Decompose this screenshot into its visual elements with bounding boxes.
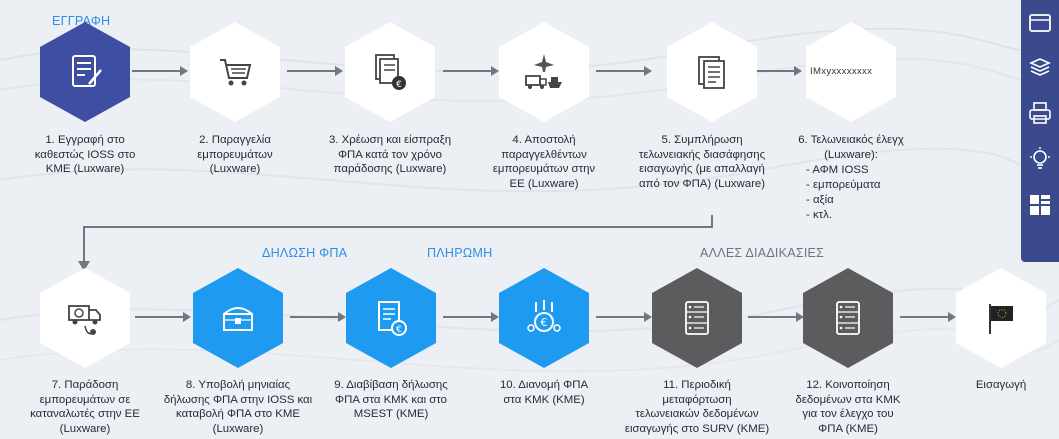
phase-payment: ΠΛΗΡΩΜΗ (427, 246, 493, 260)
flow-arrow (596, 66, 652, 76)
step-5-node[interactable] (667, 22, 757, 122)
flow-arrow (290, 312, 346, 322)
svg-text:€: € (541, 316, 548, 329)
row-connector-arrow (78, 215, 713, 271)
step-9-label: 9. Διαβίβαση δήλωσης ΦΠΑ στα ΚΜΚ και στο… (334, 379, 448, 421)
step-6-bullet: - ΑΦΜ IOSS (806, 164, 869, 176)
lightbulb-icon[interactable] (1027, 146, 1053, 172)
step-2-label: 2. Παραγγελία εμπορευμάτων (Luxware) (197, 134, 273, 176)
step-10-label: 10. Διανομή ΦΠΑ στα ΚΜΚ (ΚΜΕ) (499, 379, 589, 406)
import-node[interactable] (956, 268, 1046, 368)
right-sidebar (1021, 0, 1059, 262)
step-6-bullet: - κτλ. (806, 209, 833, 221)
stack-icon[interactable] (1027, 54, 1053, 80)
flow-arrow (443, 66, 499, 76)
step-4-label: 4. Αποστολή παραγγελθέντων εμπορευμάτων … (492, 134, 596, 190)
flow-arrow (900, 312, 956, 322)
flow-arrow (596, 312, 652, 322)
customs-documents-icon (698, 56, 725, 89)
shopping-cart-icon (220, 59, 252, 86)
flow-arrow (748, 312, 804, 322)
svg-text:€: € (396, 80, 402, 90)
step-8-node[interactable] (193, 268, 283, 368)
grid-icon[interactable] (1027, 192, 1053, 218)
step-7-node[interactable] (40, 268, 130, 368)
server-icon (685, 301, 709, 335)
step-2-node[interactable] (190, 22, 280, 122)
step-3-label: 3. Χρέωση και είσπραξη ΦΠΑ κατά τον χρόν… (328, 134, 452, 176)
phase-registration: ΕΓΓΡΑΦΗ (52, 14, 111, 28)
step-1-label: 1. Εγγραφή στο καθεστώς IOSS στο ΚΜΕ (Lu… (34, 134, 136, 176)
documents-money-icon: € (375, 54, 406, 90)
step-7-label: 7. Παράδοση εμπορευμάτων σε καταναλωτές … (30, 379, 140, 435)
shipping-transport-icon (525, 54, 562, 89)
step-11-label: 11. Περιοδική μεταφόρτωση τελωνειακών δε… (624, 379, 770, 435)
step-1-node[interactable] (40, 22, 130, 122)
registration-form-icon (72, 55, 102, 87)
step-9-node[interactable]: € (346, 268, 436, 368)
step-5-label: 5. Συμπλήρωση τελωνειακής διασάφησης εισ… (638, 134, 766, 190)
ioss-id-text: IMxyxxxxxxxx (810, 66, 873, 77)
window-icon[interactable] (1027, 10, 1053, 36)
flow-arrow (132, 66, 188, 76)
phase-vat-declaration: ΔΗΛΩΣΗ ΦΠΑ (262, 246, 348, 260)
step-6-bullet: - αξία (806, 194, 834, 206)
import-label: Εισαγωγή (975, 379, 1027, 391)
step-3-node[interactable]: € (345, 22, 435, 122)
svg-text:€: € (396, 325, 402, 335)
step-6-bullet: - εμπορεύματα (806, 179, 881, 191)
flow-arrow (443, 312, 499, 322)
printer-icon[interactable] (1027, 100, 1053, 126)
step-8-label: 8. Υποβολή μηνιαίας δήλωσης ΦΠΑ στην IOS… (163, 379, 313, 435)
delivery-truck-icon (68, 305, 101, 335)
step-12-label: 12. Κοινοποίηση δεδομένων στα ΚΜΚ για το… (795, 379, 901, 435)
flow-arrow (287, 66, 343, 76)
phase-other-procedures: ΑΛΛΕΣ ΔΙΑΔΙΚΑΣΙΕΣ (700, 246, 825, 260)
step-6-node[interactable]: IMxyxxxxxxxx (806, 22, 896, 122)
treasure-chest-icon (223, 307, 253, 331)
step-12-node[interactable] (803, 268, 893, 368)
euro-distribution-icon: € (527, 300, 561, 332)
step-10-node[interactable]: € (499, 268, 589, 368)
step-11-node[interactable] (652, 268, 742, 368)
document-euro-icon: € (378, 301, 407, 336)
server-icon (836, 301, 860, 335)
eu-flag-icon (989, 304, 1013, 334)
step-6-label: 6. Τελωνειακός έλεγχ (Luxware): (798, 134, 904, 161)
flow-arrow (135, 312, 191, 322)
step-4-node[interactable] (499, 22, 589, 122)
